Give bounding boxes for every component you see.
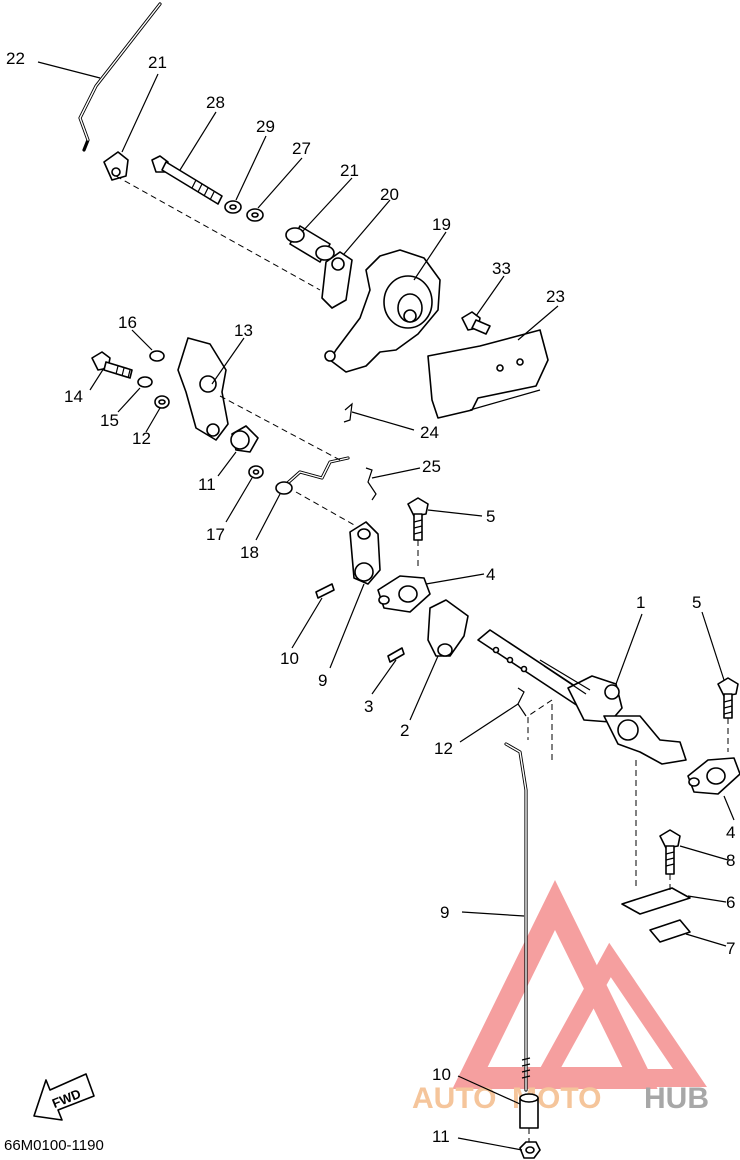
callout-22: 24 (420, 423, 439, 442)
callout-31: 28 (206, 93, 225, 112)
callout-14: 10 (280, 649, 299, 668)
part-16-collar (230, 425, 259, 453)
part-19-washer (137, 376, 153, 388)
callout-16: 11 (198, 475, 216, 494)
callout-17: 12 (132, 429, 151, 448)
part-23-clip (365, 467, 377, 501)
callout-19: 15 (100, 411, 119, 430)
part-5-bolt-right (717, 677, 739, 719)
part-12-clip (517, 687, 527, 717)
diagram-code: 66M0100-1190 (4, 1137, 104, 1154)
callout-10: 10 (432, 1065, 451, 1084)
part-14-pin (315, 583, 335, 599)
part-13-lever (349, 521, 381, 585)
part-33-bolt (461, 311, 491, 335)
part-11-nut (519, 1141, 541, 1159)
callout-8: 8 (726, 851, 735, 870)
callout-9: 9 (440, 903, 449, 922)
callout-13: 9 (318, 671, 327, 690)
part-27-collar (285, 225, 335, 263)
part-17-washer (154, 395, 170, 409)
part-26-clip (103, 151, 129, 181)
callout-18: 14 (64, 387, 83, 406)
callout-26: 21 (148, 53, 167, 72)
assembly-lines (115, 175, 729, 1142)
part-4-clamp-right (687, 757, 740, 795)
part-3-pin (387, 647, 405, 663)
part-6-plate (621, 887, 691, 915)
part-28-rod (78, 2, 162, 152)
callout-12: 12 (434, 739, 453, 758)
callout-4-upper: 4 (486, 565, 495, 584)
callout-labels: 22 21 28 29 27 21 20 19 33 23 16 13 14 1… (6, 49, 735, 1146)
callout-15: 13 (234, 321, 253, 340)
callout-4-right: 4 (726, 823, 735, 842)
part-2-lever (427, 599, 469, 657)
part-1-shaft (477, 629, 687, 765)
callout-28: 22 (6, 49, 25, 68)
callout-33: 33 (492, 259, 511, 278)
callout-29: 23 (546, 287, 565, 306)
callout-27: 21 (340, 161, 359, 180)
part-10-collar (519, 1093, 539, 1129)
callout-1: 1 (636, 593, 645, 612)
watermark-text-hub: HUB (644, 1082, 709, 1115)
callout-21-lower: 17 (206, 525, 225, 544)
part-7-plate (649, 919, 691, 943)
callout-30: 27 (292, 139, 311, 158)
part-21-washer-upper (149, 350, 165, 362)
part-25-lever (321, 251, 353, 309)
fwd-arrow: FWD (33, 1073, 95, 1121)
callout-3: 3 (364, 697, 373, 716)
callout-6: 6 (726, 893, 735, 912)
leader-lines (37, 61, 735, 1151)
callout-11: 11 (432, 1127, 450, 1146)
part-18-bolt (91, 351, 133, 379)
part-22-clip (343, 402, 353, 423)
part-20-link (275, 456, 350, 495)
callout-24: 19 (432, 215, 451, 234)
part-24-cam (324, 249, 441, 373)
callout-2: 2 (400, 721, 409, 740)
part-9-rod (504, 742, 531, 1092)
callout-20: 18 (240, 543, 259, 562)
part-32-washer (224, 200, 242, 214)
part-31-bolt (151, 155, 223, 205)
part-29-bracket (427, 329, 549, 419)
callout-32: 29 (256, 117, 275, 136)
part-4-clamp-upper (377, 575, 431, 613)
part-30-washer (246, 208, 264, 222)
watermark-text-auto: AUTO (412, 1082, 496, 1115)
callout-7: 7 (726, 939, 735, 958)
part-15-plate (177, 337, 229, 441)
part-8-bolt (659, 829, 681, 875)
callout-23: 25 (422, 457, 441, 476)
part-21-washer-lower (248, 465, 264, 479)
part-5-bolt-upper (407, 497, 429, 541)
callout-25: 20 (380, 185, 399, 204)
callout-5-upper: 5 (486, 507, 495, 526)
callout-5-right: 5 (692, 593, 701, 612)
callout-21-upper: 16 (118, 313, 137, 332)
